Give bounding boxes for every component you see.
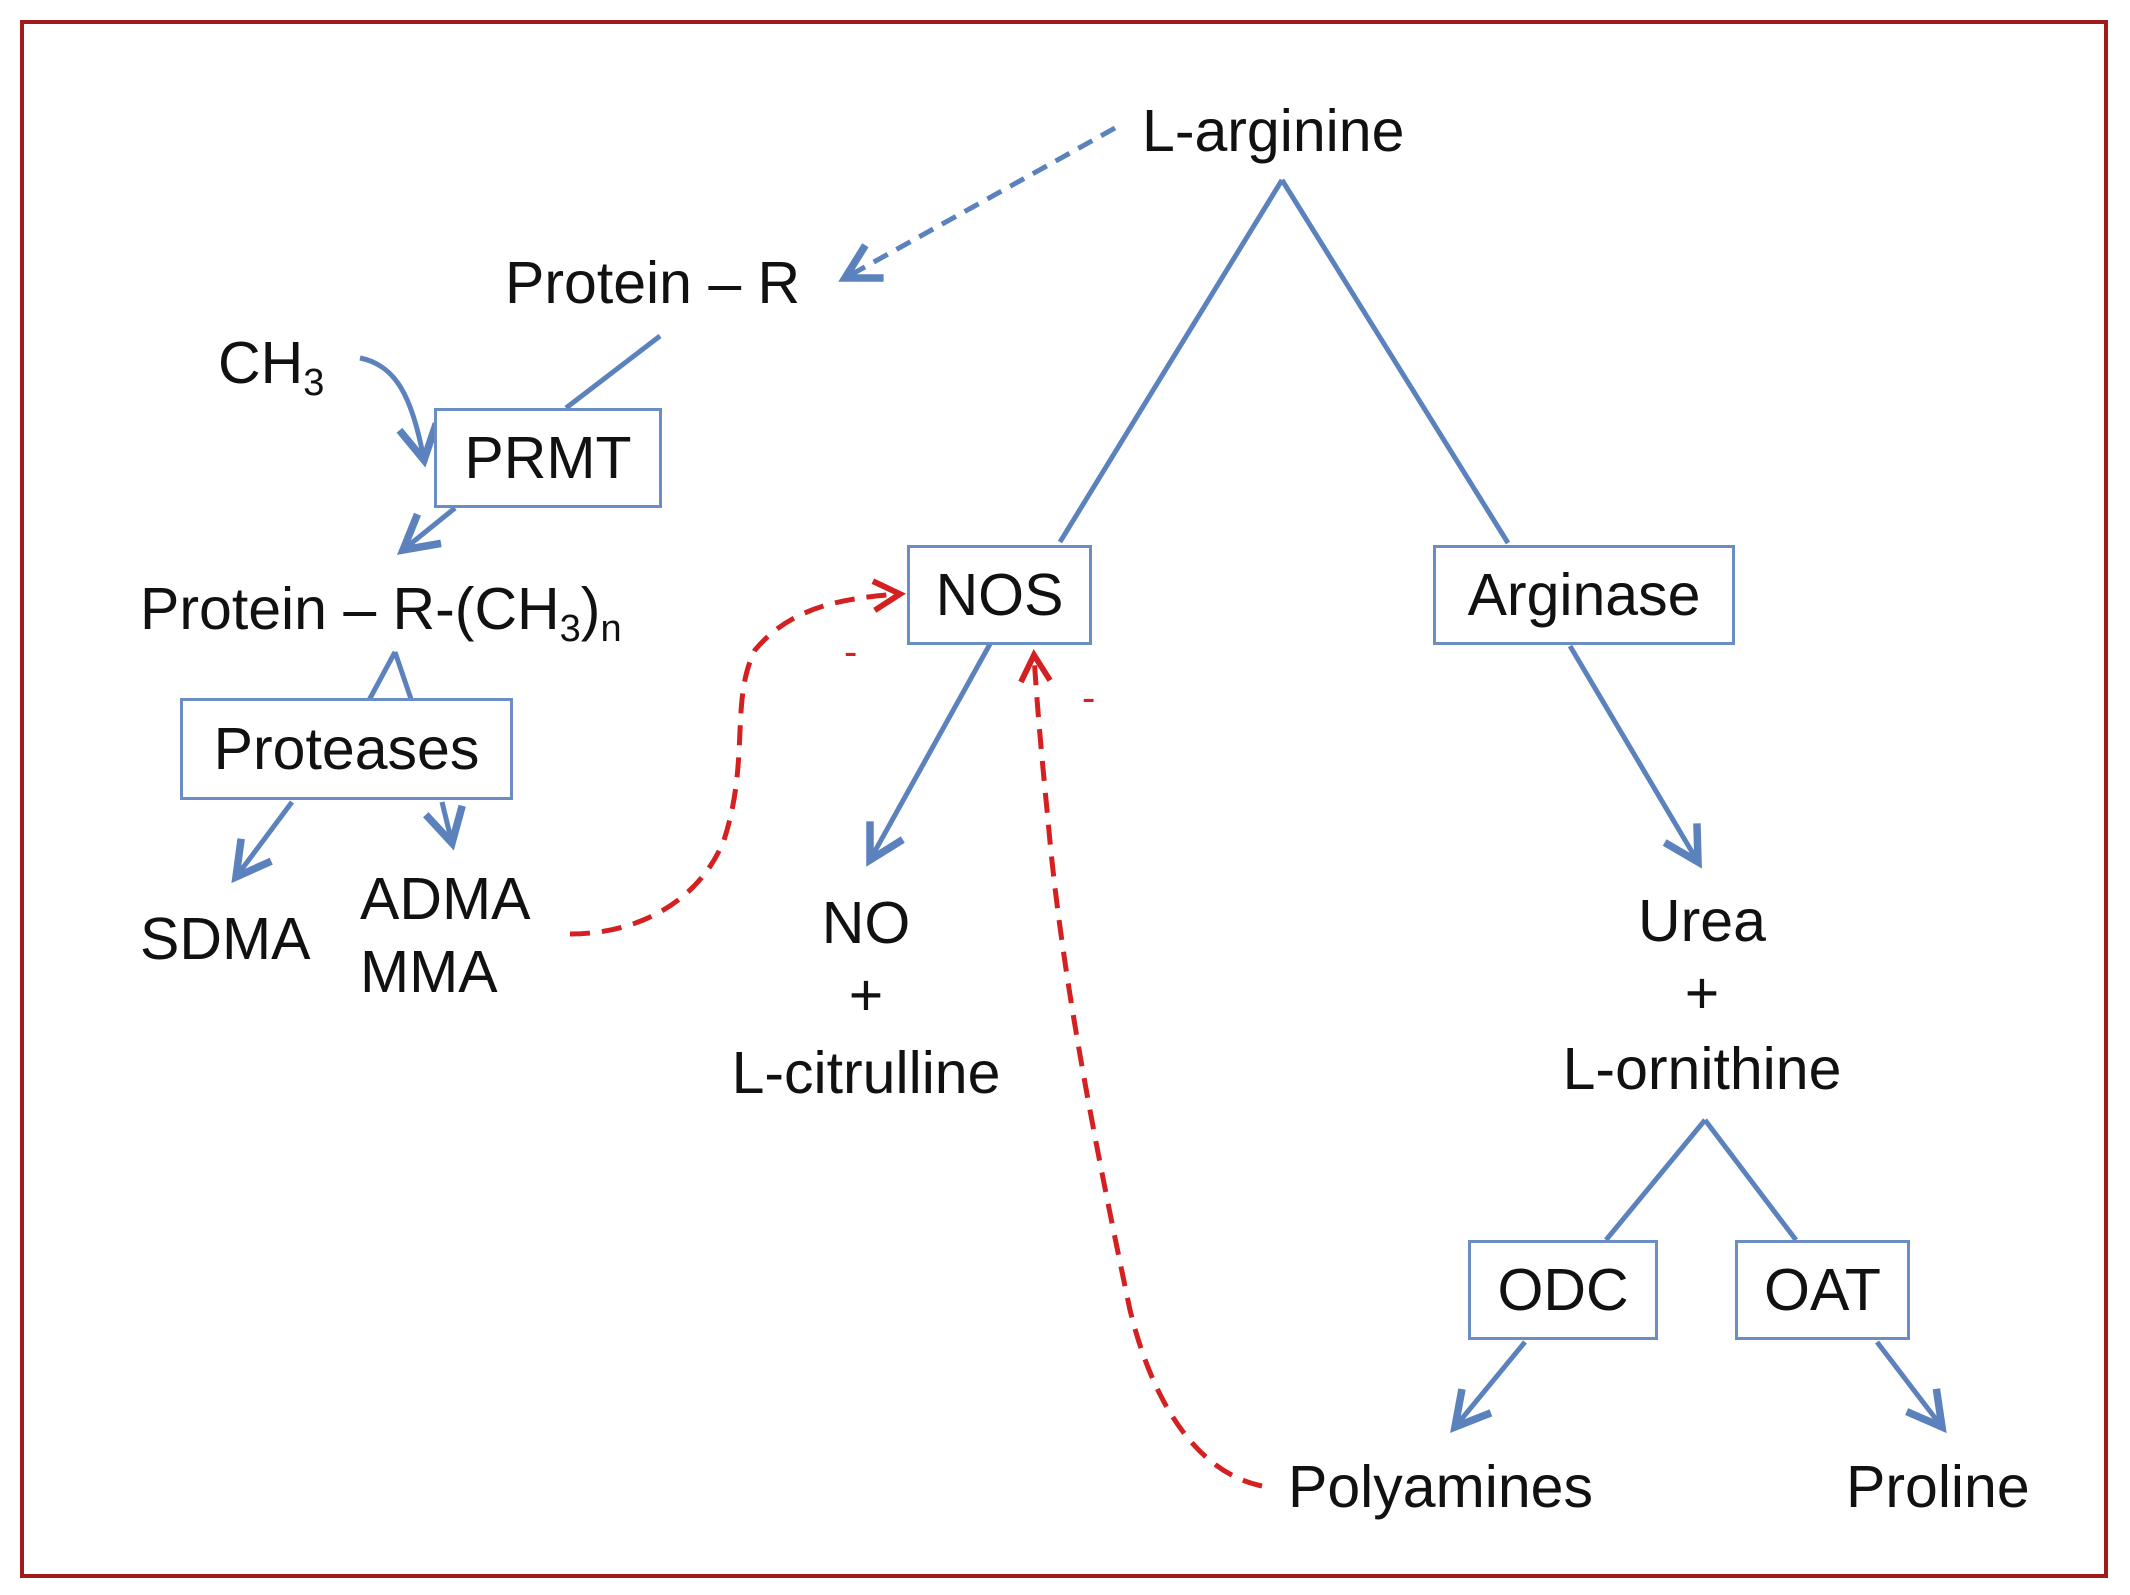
l-arginine-label: L-arginine (1142, 98, 1405, 164)
l-ornithine-label: L-ornithine (1562, 1036, 1842, 1102)
ch3-base: CH (218, 330, 304, 396)
arginine-to-nos-line (1057, 178, 1285, 544)
odc-box: ODC (1468, 1240, 1658, 1340)
plus-left-label: + (848, 962, 884, 1028)
oat-box: OAT (1735, 1240, 1910, 1340)
oat-to-proline-arrow (1875, 1340, 1942, 1427)
plus-right-label: + (1684, 960, 1720, 1026)
adma-inhibits-nos-arrow (569, 594, 900, 937)
proteases-box: Proteases (180, 698, 513, 800)
prmt-to-methylated-arrow (403, 506, 457, 550)
odc-to-polyamines-arrow (1455, 1340, 1527, 1427)
ornithine-to-odc-line (1604, 1118, 1707, 1242)
urea-label: Urea (1638, 888, 1766, 954)
methylated-to-proteases-right (392, 651, 415, 703)
arginase-box: Arginase (1433, 545, 1735, 645)
adma-inhibition-minus: - (844, 630, 858, 674)
prmt-box: PRMT (434, 408, 662, 508)
arginase-to-urea-arrow (1567, 644, 1698, 862)
methylated-protein-label: Protein – R-(CH3)n (140, 580, 622, 649)
ornithine-to-oat-line (1703, 1118, 1798, 1242)
arginine-to-protein-dashed-arrow (845, 125, 1117, 278)
no-label: NO (821, 890, 911, 956)
ch3-label: CH3 (218, 334, 324, 403)
proteases-to-adma-arrow (442, 801, 452, 843)
protein-r-label: Protein – R (505, 250, 801, 316)
l-citrulline-label: L-citrulline (731, 1040, 1001, 1106)
ch3-to-prmt-arrow (359, 355, 424, 460)
protein-to-prmt-line (564, 334, 662, 410)
proline-label: Proline (1846, 1454, 2030, 1520)
mma-label: MMA (360, 939, 498, 1005)
diagram-frame (20, 20, 2108, 1578)
sdma-label: SDMA (140, 906, 311, 972)
methylated-protein-prefix: Protein – R-(CH (140, 576, 560, 642)
ch3-subscript: 3 (303, 362, 325, 404)
nos-to-no-arrow (870, 642, 993, 860)
methylated-protein-close: ) (580, 576, 601, 642)
polyamines-inhibition-minus: - (1082, 676, 1096, 720)
polyamines-inhibits-nos-arrow (1034, 655, 1263, 1489)
methylated-protein-sub3: 3 (559, 608, 581, 650)
methylated-protein-subn: n (600, 608, 622, 650)
adma-label: ADMA (360, 866, 531, 932)
proteases-to-sdma-arrow (236, 800, 295, 877)
arginine-to-arginase-line (1279, 178, 1511, 545)
nos-box: NOS (907, 545, 1092, 645)
polyamines-label: Polyamines (1288, 1454, 1593, 1520)
methylated-to-proteases-left (365, 650, 398, 704)
